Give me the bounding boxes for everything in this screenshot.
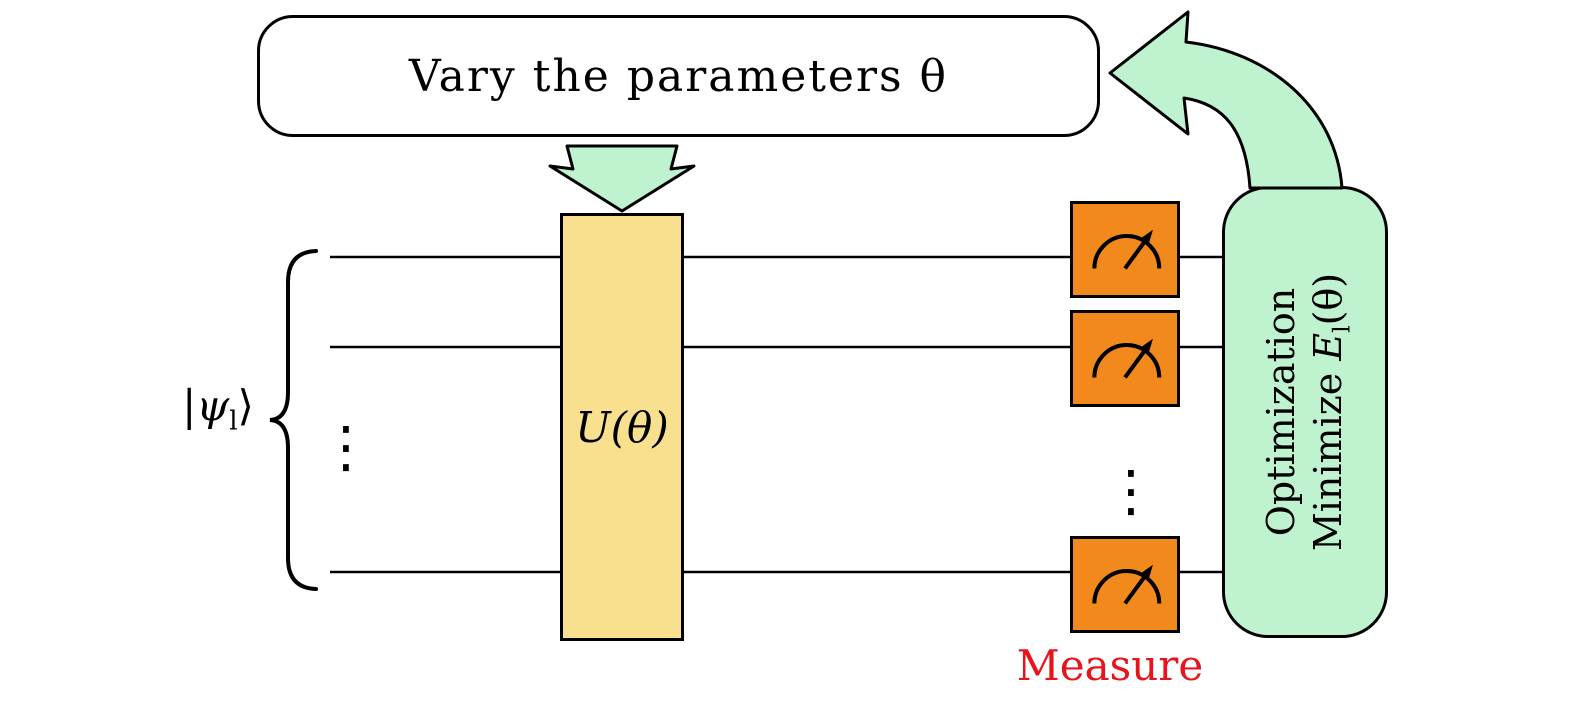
input-state-label: |ψl⟩ (166, 381, 270, 434)
update-arrow (548, 144, 696, 213)
optimization-line1: Optimization (1258, 287, 1303, 537)
gauge-icon (1092, 338, 1162, 379)
psi-symbol: |ψ (182, 381, 230, 430)
gauge-icon (1092, 564, 1162, 605)
vary-parameters-box: Vary the parameters θ (257, 15, 1100, 137)
measure-box-1 (1070, 201, 1180, 298)
optimization-box: Optimization Minimize El(θ) (1222, 186, 1388, 638)
ellipsis-left: ⋮ (318, 415, 374, 480)
unitary-label: U(θ) (575, 402, 669, 452)
ellipsis-measure: ⋮ (1103, 459, 1159, 524)
ket-close: ⟩ (237, 381, 254, 430)
measure-box-2 (1070, 310, 1180, 407)
input-brace (269, 249, 318, 591)
measure-box-3 (1070, 536, 1180, 633)
measure-label: Measure (1016, 641, 1204, 690)
unitary-box: U(θ) (560, 213, 684, 641)
optimization-label: Optimization Minimize El(θ) (1222, 186, 1388, 638)
optimization-line2: Minimize El(θ) (1306, 272, 1356, 552)
gauge-icon (1092, 229, 1162, 270)
vary-parameters-label: Vary the parameters θ (408, 50, 949, 102)
psi-subscript: l (229, 406, 238, 437)
feedback-arrow (1108, 10, 1344, 190)
